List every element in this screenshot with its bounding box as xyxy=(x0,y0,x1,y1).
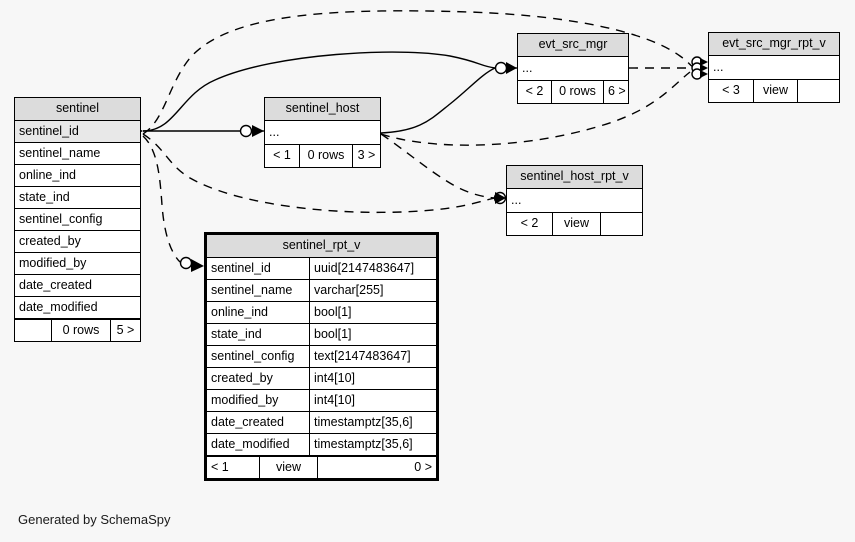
footer-parents[interactable]: < 2 xyxy=(520,216,539,230)
column-name: date_created xyxy=(211,415,284,429)
table-footer: < 2 0 rows 6 > xyxy=(518,81,628,103)
column-name: sentinel_id xyxy=(211,261,271,275)
footer-viewtype: view xyxy=(259,457,317,478)
footer-parents[interactable]: < 2 xyxy=(525,84,544,98)
column-name: sentinel_id xyxy=(19,124,79,138)
table-evt-src-mgr[interactable]: evt_src_mgr ... < 2 0 rows 6 > xyxy=(517,33,629,104)
table-row[interactable]: date_modified xyxy=(15,297,140,319)
table-row[interactable]: sentinel_id xyxy=(15,121,140,143)
table-sentinel-rpt-v[interactable]: sentinel_rpt_v sentinel_id uuid[21474836… xyxy=(204,232,439,481)
footer-viewtype: view xyxy=(753,80,797,102)
column-type: timestamptz[35,6] xyxy=(309,412,436,433)
column-name: date_created xyxy=(19,278,92,292)
table-row[interactable]: date_created xyxy=(15,275,140,297)
footer-children[interactable]: 3 > xyxy=(352,145,380,167)
column-name: date_modified xyxy=(19,300,98,314)
column-type: int4[10] xyxy=(309,390,436,411)
table-title: sentinel_rpt_v xyxy=(207,235,436,258)
table-row[interactable]: state_ind bool[1] xyxy=(207,324,436,346)
table-title: sentinel_host_rpt_v xyxy=(507,166,642,189)
column-name: sentinel_name xyxy=(19,146,101,160)
table-title: evt_src_mgr xyxy=(518,34,628,57)
table-row[interactable]: sentinel_id uuid[2147483647] xyxy=(207,258,436,280)
footer-parents[interactable] xyxy=(15,320,51,341)
footer-parents[interactable]: < 1 xyxy=(273,148,291,162)
column-name: online_ind xyxy=(19,168,76,182)
column-type: uuid[2147483647] xyxy=(309,258,436,279)
table-row[interactable]: created_by int4[10] xyxy=(207,368,436,390)
footer-children[interactable]: 5 > xyxy=(110,320,140,341)
footer-parents[interactable]: < 3 xyxy=(722,83,740,97)
table-title: sentinel xyxy=(15,98,140,121)
collapsed-columns[interactable]: ... xyxy=(709,56,839,80)
table-footer: < 1 0 rows 3 > xyxy=(265,145,380,167)
table-row[interactable]: date_created timestamptz[35,6] xyxy=(207,412,436,434)
table-row[interactable]: created_by xyxy=(15,231,140,253)
footer-rowcount: 0 rows xyxy=(51,320,110,341)
footer-viewtype: view xyxy=(552,213,600,235)
footer-children[interactable] xyxy=(797,80,839,102)
column-type: varchar[255] xyxy=(309,280,436,301)
collapsed-columns[interactable]: ... xyxy=(518,57,628,81)
table-row[interactable]: sentinel_name xyxy=(15,143,140,165)
collapsed-columns[interactable]: ... xyxy=(265,121,380,145)
column-type: text[2147483647] xyxy=(309,346,436,367)
table-sentinel-host[interactable]: sentinel_host ... < 1 0 rows 3 > xyxy=(264,97,381,168)
column-type: bool[1] xyxy=(309,324,436,345)
column-name: modified_by xyxy=(211,393,279,407)
footer-children[interactable] xyxy=(600,213,642,235)
footer-children[interactable]: 6 > xyxy=(603,81,628,103)
table-title: evt_src_mgr_rpt_v xyxy=(709,33,839,56)
footer-parents[interactable]: < 1 xyxy=(211,460,229,474)
table-footer: 0 rows 5 > xyxy=(15,319,140,341)
table-footer: < 3 view xyxy=(709,80,839,102)
table-sentinel[interactable]: sentinel sentinel_id sentinel_name onlin… xyxy=(14,97,141,342)
table-footer: < 1 view 0 > xyxy=(207,456,436,478)
table-row[interactable]: sentinel_name varchar[255] xyxy=(207,280,436,302)
table-title: sentinel_host xyxy=(265,98,380,121)
footer-rowcount: 0 rows xyxy=(299,145,352,167)
column-name: created_by xyxy=(211,371,273,385)
column-name: sentinel_config xyxy=(211,349,295,363)
column-type: bool[1] xyxy=(309,302,436,323)
column-type: timestamptz[35,6] xyxy=(309,434,436,455)
column-name: sentinel_config xyxy=(19,212,103,226)
column-name: modified_by xyxy=(19,256,87,270)
table-row[interactable]: state_ind xyxy=(15,187,140,209)
edge-sentinel-host-to-evt-src-mgr xyxy=(380,67,496,134)
edge-sentinel-host-to-sentinel-host-rpt-v xyxy=(380,133,496,199)
column-name: sentinel_name xyxy=(211,283,293,297)
column-name: state_ind xyxy=(19,190,70,204)
column-type: int4[10] xyxy=(309,368,436,389)
diagram-caption: Generated by SchemaSpy xyxy=(18,512,171,527)
table-row[interactable]: sentinel_config text[2147483647] xyxy=(207,346,436,368)
collapsed-columns[interactable]: ... xyxy=(507,189,642,213)
table-sentinel-host-rpt-v[interactable]: sentinel_host_rpt_v ... < 2 view xyxy=(506,165,643,236)
table-row[interactable]: date_modified timestamptz[35,6] xyxy=(207,434,436,456)
table-row[interactable]: online_ind bool[1] xyxy=(207,302,436,324)
edge-sentinel-to-sentinel-rpt-v xyxy=(142,135,181,263)
column-name: state_ind xyxy=(211,327,262,341)
column-name: created_by xyxy=(19,234,81,248)
column-name: date_modified xyxy=(211,437,290,451)
column-name: online_ind xyxy=(211,305,268,319)
table-evt-src-mgr-rpt-v[interactable]: evt_src_mgr_rpt_v ... < 3 view xyxy=(708,32,840,103)
footer-children[interactable]: 0 > xyxy=(317,457,436,478)
table-row[interactable]: sentinel_config xyxy=(15,209,140,231)
table-row[interactable]: modified_by xyxy=(15,253,140,275)
table-row[interactable]: modified_by int4[10] xyxy=(207,390,436,412)
table-row[interactable]: online_ind xyxy=(15,165,140,187)
table-footer: < 2 view xyxy=(507,213,642,235)
footer-rowcount: 0 rows xyxy=(551,81,603,103)
